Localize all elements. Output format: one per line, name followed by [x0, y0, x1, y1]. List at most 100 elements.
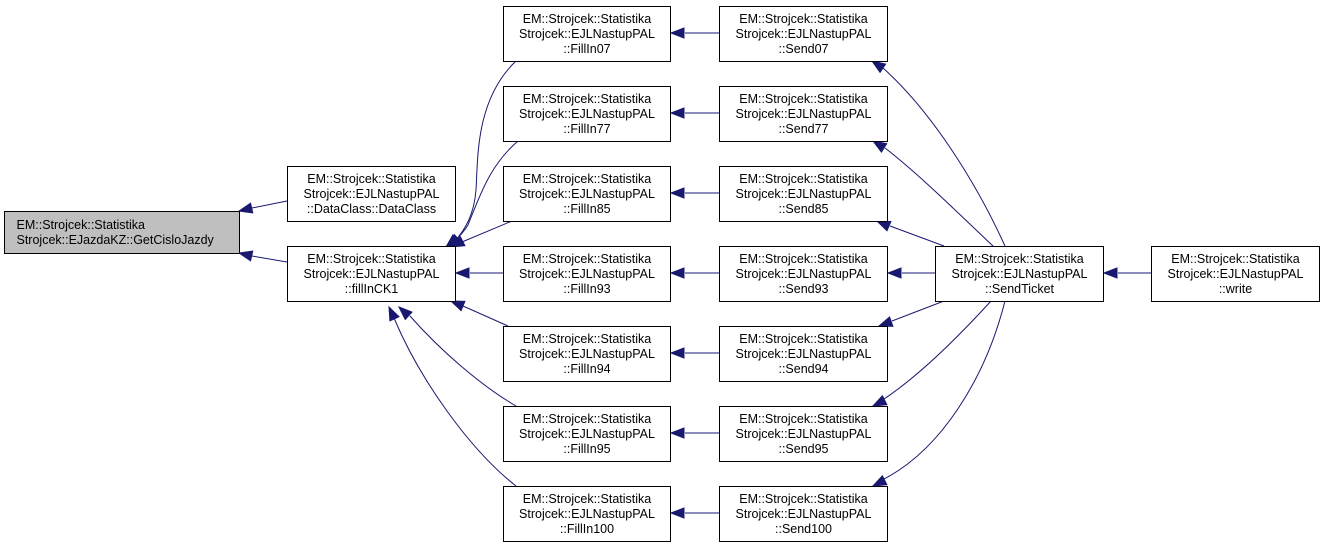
- edge-line: [884, 147, 994, 247]
- function-box[interactable]: [503, 486, 671, 542]
- function-box[interactable]: [287, 166, 456, 222]
- node-label-line: ::FillIn07: [563, 42, 610, 56]
- function-box[interactable]: [719, 406, 888, 462]
- edge-send94-to-fillin94: [669, 347, 719, 359]
- function-box[interactable]: [719, 166, 888, 222]
- node-label-line: Strojcek::EJLNastupPAL: [519, 427, 655, 441]
- node-label-line: EM::Strojcek::Statistika: [739, 492, 868, 506]
- arrowhead-icon: [454, 267, 470, 279]
- node-label-line: Strojcek::EJLNastupPAL: [304, 187, 440, 201]
- node-fillin07[interactable]: EM::Strojcek::StatistikaStrojcek::EJLNas…: [503, 6, 671, 62]
- node-label-line: ::DataClass::DataClass: [307, 202, 436, 216]
- edge-fillin94-to-fillinck1: [449, 300, 509, 327]
- node-send95[interactable]: EM::Strojcek::StatistikaStrojcek::EJLNas…: [719, 406, 888, 462]
- node-label-line: EM::Strojcek::Statistika: [523, 92, 652, 106]
- edge-line: [453, 60, 517, 243]
- node-fillin100[interactable]: EM::Strojcek::StatistikaStrojcek::EJLNas…: [503, 486, 671, 542]
- function-box[interactable]: [1151, 246, 1320, 302]
- current-function-box[interactable]: [4, 211, 240, 254]
- node-dataclass[interactable]: EM::Strojcek::StatistikaStrojcek::EJLNas…: [287, 166, 456, 222]
- node-label-line: ::FillIn77: [563, 122, 610, 136]
- node-label-line: EM::Strojcek::Statistika: [739, 12, 868, 26]
- edge-dataclass-to-getcislojazdy: [237, 200, 288, 214]
- node-label-line: ::Send77: [778, 122, 828, 136]
- arrowhead-icon: [669, 27, 685, 39]
- node-label-line: EM::Strojcek::Statistika: [1171, 252, 1300, 266]
- arrowhead-icon: [449, 235, 466, 248]
- arrowhead-icon: [237, 250, 254, 262]
- node-label-line: Strojcek::EJLNastupPAL: [736, 507, 872, 521]
- node-label-line: Strojcek::EJLNastupPAL: [519, 267, 655, 281]
- node-label-line: EM::Strojcek::Statistika: [523, 12, 652, 26]
- node-label-line: EM::Strojcek::Statistika: [523, 172, 652, 186]
- function-box[interactable]: [287, 246, 456, 302]
- node-label-line: ::write: [1219, 282, 1252, 296]
- node-send94[interactable]: EM::Strojcek::StatistikaStrojcek::EJLNas…: [719, 326, 888, 382]
- node-fillin93[interactable]: EM::Strojcek::StatistikaStrojcek::EJLNas…: [503, 246, 671, 302]
- edges-layer: [237, 27, 1151, 519]
- function-box[interactable]: [719, 246, 888, 302]
- node-label-line: EM::Strojcek::Statistika: [523, 492, 652, 506]
- edge-fillin95-to-fillinck1: [397, 306, 517, 407]
- arrowhead-icon: [237, 202, 254, 214]
- node-fillinck1[interactable]: EM::Strojcek::StatistikaStrojcek::EJLNas…: [287, 246, 456, 302]
- nodes-layer: EM::Strojcek::StatistikaStrojcek::EJazda…: [4, 6, 1320, 542]
- node-label-line: EM::Strojcek::Statistika: [17, 218, 146, 232]
- node-label-line: Strojcek::EJLNastupPAL: [952, 267, 1088, 281]
- function-box[interactable]: [503, 166, 671, 222]
- edge-line: [882, 67, 1006, 247]
- node-label-line: EM::Strojcek::Statistika: [739, 92, 868, 106]
- function-box[interactable]: [719, 326, 888, 382]
- arrowhead-icon: [877, 316, 894, 327]
- node-send77[interactable]: EM::Strojcek::StatistikaStrojcek::EJLNas…: [719, 86, 888, 142]
- node-fillin85[interactable]: EM::Strojcek::StatistikaStrojcek::EJLNas…: [503, 166, 671, 222]
- function-box[interactable]: [935, 246, 1104, 302]
- arrowhead-icon: [669, 507, 685, 519]
- node-label-line: Strojcek::EJLNastupPAL: [519, 347, 655, 361]
- function-box[interactable]: [503, 6, 671, 62]
- function-box[interactable]: [503, 86, 671, 142]
- function-box[interactable]: [503, 406, 671, 462]
- node-label-line: ::FillIn95: [563, 442, 610, 456]
- node-sendticket[interactable]: EM::Strojcek::StatistikaStrojcek::EJLNas…: [935, 246, 1104, 302]
- node-fillin94[interactable]: EM::Strojcek::StatistikaStrojcek::EJLNas…: [503, 326, 671, 382]
- node-fillin77[interactable]: EM::Strojcek::StatistikaStrojcek::EJLNas…: [503, 86, 671, 142]
- edge-fillin85-to-fillinck1: [449, 220, 513, 248]
- arrowhead-icon: [669, 187, 685, 199]
- edge-send100-to-fillin100: [669, 507, 719, 519]
- node-label-line: ::Send93: [778, 282, 828, 296]
- node-label-line: ::Send85: [778, 202, 828, 216]
- node-send85[interactable]: EM::Strojcek::StatistikaStrojcek::EJLNas…: [719, 166, 888, 222]
- edge-line: [891, 300, 945, 322]
- edge-line: [453, 140, 519, 243]
- arrowhead-icon: [669, 267, 685, 279]
- node-send93[interactable]: EM::Strojcek::StatistikaStrojcek::EJLNas…: [719, 246, 888, 302]
- node-send07[interactable]: EM::Strojcek::StatistikaStrojcek::EJLNas…: [719, 6, 888, 62]
- node-label-line: EM::Strojcek::Statistika: [739, 252, 868, 266]
- node-label-line: EM::Strojcek::Statistika: [739, 172, 868, 186]
- node-send100[interactable]: EM::Strojcek::StatistikaStrojcek::EJLNas…: [719, 486, 888, 542]
- function-box[interactable]: [503, 246, 671, 302]
- edge-line: [883, 300, 992, 400]
- function-box[interactable]: [719, 6, 888, 62]
- node-write[interactable]: EM::Strojcek::StatistikaStrojcek::EJLNas…: [1151, 246, 1320, 302]
- node-getcislojazdy[interactable]: EM::Strojcek::StatistikaStrojcek::EJazda…: [4, 211, 240, 254]
- arrowhead-icon: [886, 267, 902, 279]
- edge-sendticket-to-send100: [871, 300, 1006, 487]
- node-label-line: ::Send100: [775, 522, 832, 536]
- node-label-line: EM::Strojcek::Statistika: [955, 252, 1084, 266]
- arrowhead-icon: [871, 140, 888, 153]
- node-label-line: Strojcek::EJLNastupPAL: [736, 107, 872, 121]
- function-box[interactable]: [719, 486, 888, 542]
- node-label-line: Strojcek::EJLNastupPAL: [736, 427, 872, 441]
- node-label-line: EM::Strojcek::Statistika: [523, 412, 652, 426]
- node-label-line: Strojcek::EJLNastupPAL: [1168, 267, 1304, 281]
- edge-line: [409, 315, 517, 407]
- edge-line: [889, 225, 945, 247]
- arrowhead-icon: [871, 394, 888, 407]
- function-box[interactable]: [719, 86, 888, 142]
- node-label-line: ::Send07: [778, 42, 828, 56]
- node-label-line: Strojcek::EJazdaKZ::GetCisloJazdy: [17, 233, 215, 247]
- node-fillin95[interactable]: EM::Strojcek::StatistikaStrojcek::EJLNas…: [503, 406, 671, 462]
- function-box[interactable]: [503, 326, 671, 382]
